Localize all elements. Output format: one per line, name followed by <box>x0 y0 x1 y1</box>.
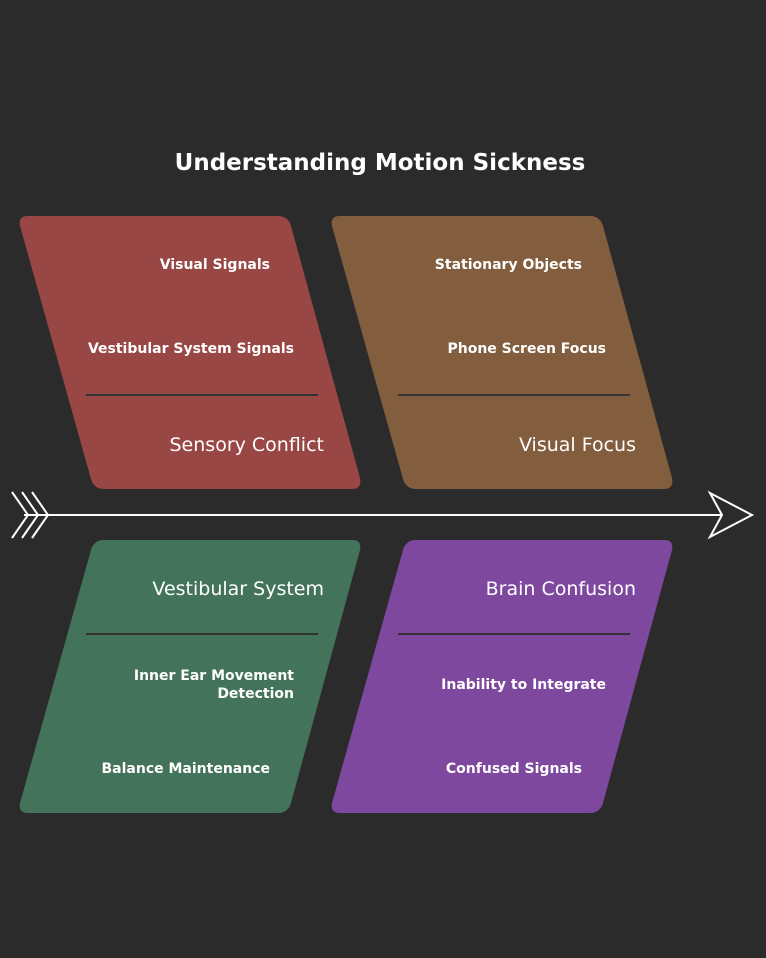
spine-arrow <box>11 490 755 540</box>
category-visual-focus-label: Visual Focus <box>519 434 636 456</box>
cause-inner-ear-movement-line-2: Detection <box>217 686 294 702</box>
cause-inability-to-integrate: Inability to Integrate <box>441 677 606 693</box>
category-brain-confusion-label: Brain Confusion <box>486 578 636 600</box>
category-visual-focus: Visual Focus Stationary Objects Phone Sc… <box>331 216 673 489</box>
spine-tail-chevron-2 <box>21 491 40 539</box>
cause-balance-maintenance: Balance Maintenance <box>101 761 270 777</box>
cause-phone-screen-focus: Phone Screen Focus <box>447 341 606 357</box>
cause-visual-signals: Visual Signals <box>160 257 270 273</box>
category-brain-confusion: Brain Confusion Inability to Integrate C… <box>331 540 673 813</box>
category-brain-confusion-shape <box>331 540 673 813</box>
category-vestibular-system: Vestibular System Inner Ear Movement Det… <box>19 540 361 813</box>
cause-confused-signals: Confused Signals <box>446 761 582 777</box>
category-sensory-conflict: Sensory Conflict Visual Signals Vestibul… <box>19 216 361 489</box>
category-sensory-conflict-shape <box>19 216 361 489</box>
category-vestibular-system-label: Vestibular System <box>152 578 324 600</box>
category-vestibular-system-shape <box>19 540 361 813</box>
spine-arrowhead <box>707 490 755 540</box>
cause-stationary-objects: Stationary Objects <box>435 257 582 273</box>
category-visual-focus-shape <box>331 216 673 489</box>
spine-tail-chevron-3 <box>31 491 50 539</box>
diagram-title: Understanding Motion Sickness <box>175 150 586 176</box>
category-sensory-conflict-label: Sensory Conflict <box>170 434 325 456</box>
cause-vestibular-system-signals: Vestibular System Signals <box>88 341 294 357</box>
spine-tail-chevron-1 <box>11 491 30 539</box>
cause-inner-ear-movement-line-1: Inner Ear Movement <box>134 668 294 684</box>
